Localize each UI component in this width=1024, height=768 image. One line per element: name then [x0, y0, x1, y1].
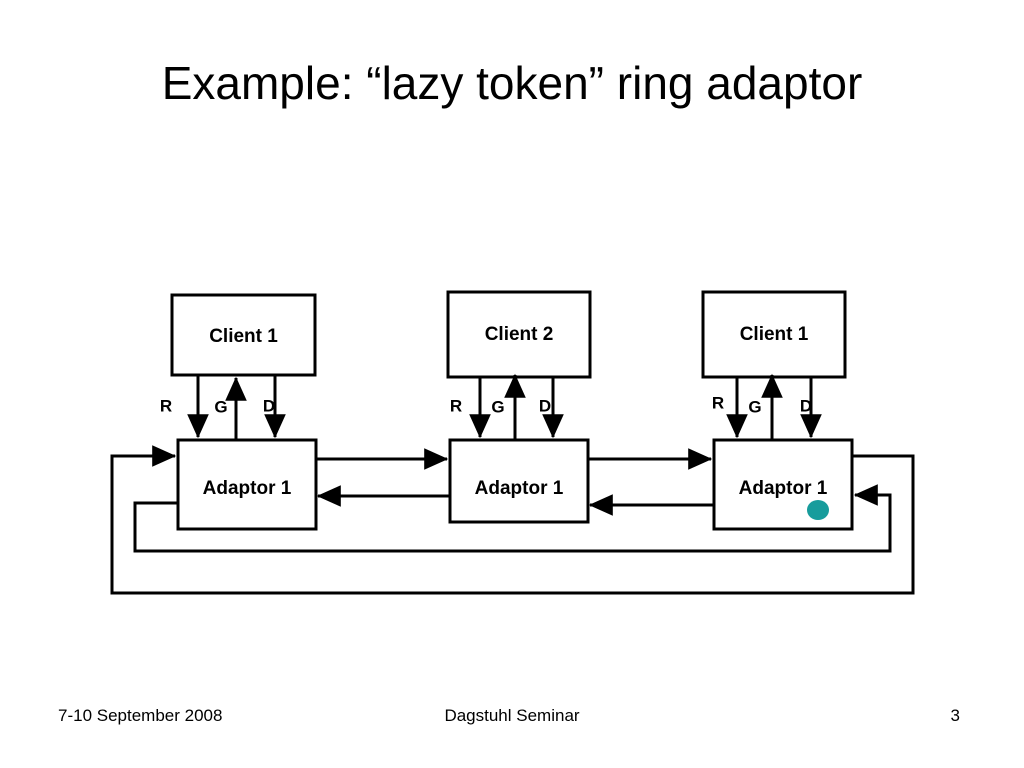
signal-label-right-d: D — [800, 396, 812, 415]
adaptor-box-left-label: Adaptor 1 — [203, 478, 292, 499]
ring-wrap-inner — [133, 484, 892, 553]
group-right: Client 1 Adaptor 1 R G D — [701, 290, 854, 531]
token-indicator-icon — [807, 500, 829, 520]
client-box-left-label: Client 1 — [209, 326, 278, 347]
adaptor-box-right-label: Adaptor 1 — [739, 478, 828, 499]
page-title: Example: “lazy token” ring adaptor — [161, 57, 863, 109]
adaptor-box-left[interactable] — [176, 438, 318, 531]
footer-date: 7-10 September 2008 — [58, 706, 223, 725]
signal-label-right-r: R — [712, 393, 724, 412]
slide-footer: 7-10 September 2008 Dagstuhl Seminar 3 — [0, 700, 1024, 734]
group-mid: Client 2 Adaptor 1 R G D — [446, 290, 592, 524]
footer-venue: Dagstuhl Seminar — [444, 706, 580, 725]
signal-label-right-g: G — [748, 397, 761, 416]
client-box-left[interactable] — [170, 293, 317, 377]
adaptor-box-mid-label: Adaptor 1 — [475, 478, 564, 499]
signal-label-mid-d: D — [539, 396, 551, 415]
adaptor-box-right[interactable] — [712, 438, 854, 531]
adaptor-box-mid[interactable] — [448, 438, 590, 524]
signal-label-mid-r: R — [450, 396, 462, 415]
client-box-mid[interactable] — [446, 290, 592, 379]
client-box-right-label: Client 1 — [740, 324, 809, 345]
signal-label-left-d: D — [263, 396, 275, 415]
client-box-mid-label: Client 2 — [485, 324, 554, 345]
group-left: Client 1 Adaptor 1 R G D — [160, 293, 318, 531]
signal-label-left-g: G — [214, 397, 227, 416]
ring-wrap-outer — [110, 445, 915, 595]
footer-page-number: 3 — [950, 706, 960, 725]
signal-label-left-r: R — [160, 396, 172, 415]
signal-label-mid-g: G — [491, 397, 504, 416]
